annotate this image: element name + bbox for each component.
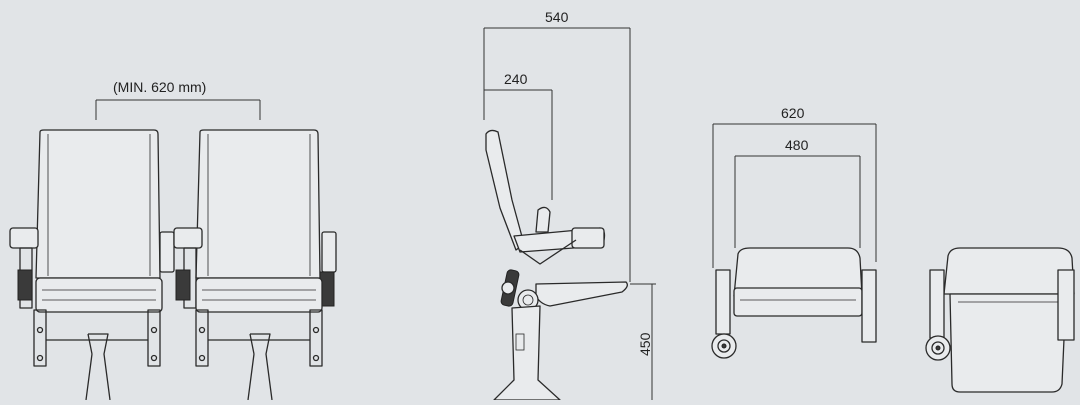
side-height-label: 450 — [637, 332, 653, 356]
front-spacing-label: (MIN. 620 mm) — [113, 79, 206, 95]
top-width-outer-dimension: 620 — [712, 105, 877, 268]
top-width-outer-label: 620 — [781, 105, 805, 121]
side-back-label: 240 — [504, 71, 528, 87]
front-view: (MIN. 620 mm) — [9, 79, 337, 401]
side-view: 540 240 450 — [483, 9, 656, 401]
top-width-inner-label: 480 — [785, 137, 809, 153]
front-seat-right — [173, 129, 337, 401]
side-depth-label: 540 — [545, 9, 569, 25]
front-seat-left — [9, 129, 175, 401]
front-spacing-dimension: (MIN. 620 mm) — [95, 79, 261, 120]
side-depth-dimension: 540 — [483, 9, 631, 282]
top-view-2 — [925, 247, 1075, 393]
side-height-dimension: 450 — [630, 283, 656, 400]
top-view-1: 620 480 — [711, 105, 877, 359]
top-width-inner-dimension: 480 — [734, 137, 861, 248]
side-back-dimension: 240 — [484, 71, 553, 200]
